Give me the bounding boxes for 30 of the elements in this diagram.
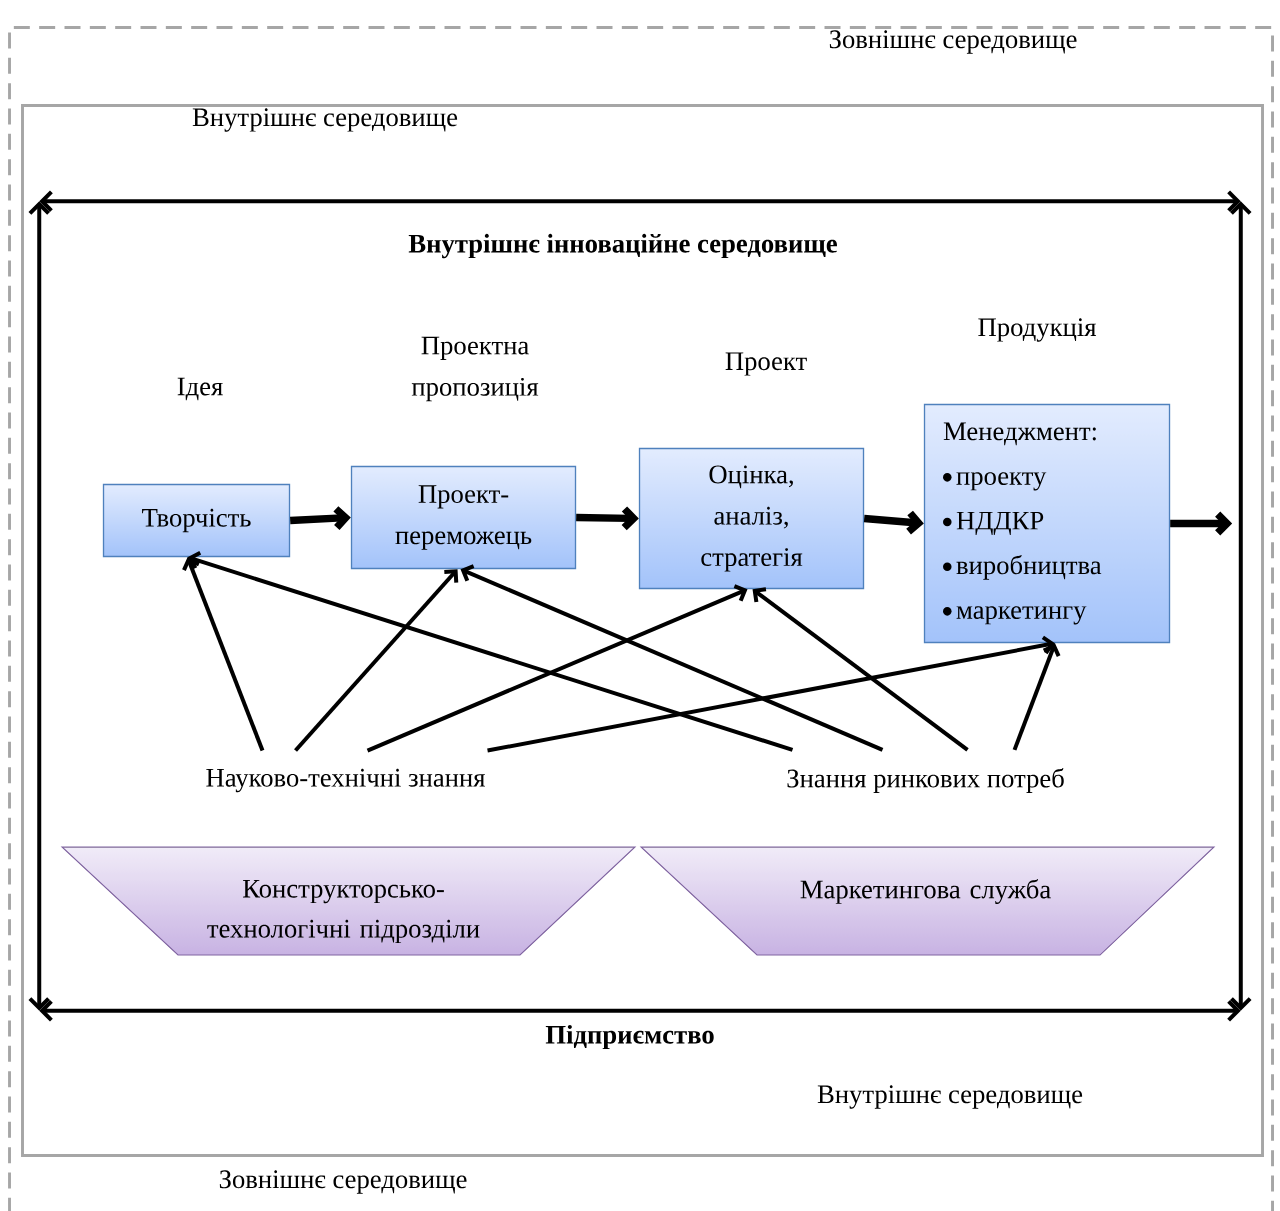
stage-label: Проектна пропозиція (411, 336, 539, 402)
frame-label: Підприємство (545, 1024, 714, 1050)
frame-label: Зовнішнє середовище (829, 30, 1077, 54)
knowledge-label: Науково-технічні знання (206, 768, 485, 793)
arrow (460, 564, 884, 752)
arrow (863, 510, 924, 535)
frame-label: Внутрішнє середовище (192, 108, 458, 132)
frame-label: Зовнішнє середовище (219, 1170, 467, 1194)
stage-label: Продукція (978, 318, 1097, 342)
knowledge-label: Знання ринкових потреб (787, 768, 1064, 793)
arrow (187, 551, 794, 752)
stage-label: Проект (725, 352, 807, 376)
stage-label: Ідея (177, 377, 223, 401)
process-box: Оцінка, аналіз, стратегія (638, 447, 865, 590)
frame-label: Внутрішнє середовище (817, 1085, 1083, 1109)
process-box: Творчість (102, 483, 291, 558)
arrow (182, 557, 265, 752)
arrow (752, 587, 969, 752)
arrow (294, 569, 459, 752)
node-label: Менеджмент: (943, 422, 1096, 446)
arrow (366, 584, 748, 753)
process-box: Проект-переможець (350, 465, 577, 570)
node-label: виробництва (956, 554, 1102, 580)
process-box: Менеджмент: проекту НДДКР виробництва маркетингу (923, 403, 1171, 644)
node-label: маркетингу (956, 606, 1087, 625)
title: Внутрішнє інноваційне середовище (408, 233, 837, 259)
arrow (1012, 643, 1061, 751)
arrow (487, 635, 1055, 753)
node-label: проекту (956, 472, 1047, 491)
node-label: НДДКР (956, 511, 1044, 536)
